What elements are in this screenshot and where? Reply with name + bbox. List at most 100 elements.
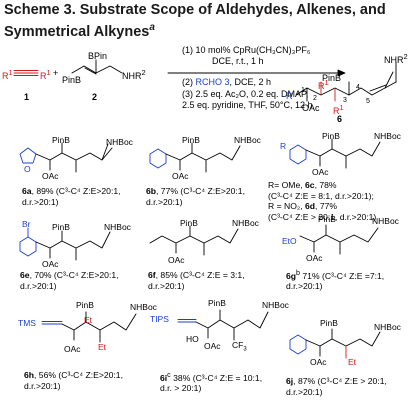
nhboc-6b: NHBoc bbox=[234, 135, 261, 145]
caption-footnote: b bbox=[296, 269, 301, 277]
phenyl-ring-6b bbox=[149, 148, 167, 169]
oac-6b: OAc bbox=[172, 171, 189, 181]
caption-6i: 6ic 38% (C³-C⁴ Z:E = 10:1, d.r. > 20:1) bbox=[160, 370, 262, 394]
compound-id: 6i bbox=[160, 372, 168, 383]
product-pinb-label: PinB bbox=[322, 73, 342, 83]
caption-text-2: d.r.>20:1) bbox=[286, 386, 323, 397]
pinb-6b: PinB bbox=[182, 135, 200, 145]
ester-chain-6g bbox=[299, 227, 379, 243]
compound-2-number: 2 bbox=[92, 92, 98, 102]
compound-id: 6f bbox=[148, 270, 156, 280]
caption-text-2: d.r. > 20:1) bbox=[160, 383, 202, 394]
caption-text: , 56% (C³-C⁴ Z:E>20:1, bbox=[34, 370, 123, 380]
product-r1-top: R1 bbox=[318, 78, 329, 91]
locant-3: 3 bbox=[343, 97, 347, 104]
nhboc-6g: NHBoc bbox=[372, 216, 399, 226]
product-6-skeleton bbox=[295, 71, 394, 96]
nhboc-6h: NHBoc bbox=[130, 302, 157, 312]
br-6e: Br bbox=[22, 219, 31, 229]
et-bottom-6h: Et bbox=[98, 342, 107, 352]
compound-id: 6c bbox=[305, 180, 315, 190]
caption-text-2: d.r.>20:1) bbox=[146, 196, 183, 207]
condition-step-3: (3) 2.5 eq. Ac₂O, 0.2 eq. DMAP, bbox=[182, 89, 309, 99]
caption-text-2: (C³-C⁴ Z:E = 8:1, d.r.>20:1); bbox=[268, 190, 374, 201]
locant-1: 1 bbox=[301, 87, 305, 94]
pinb-6f: PinB bbox=[180, 218, 198, 228]
caption-text: , 85% (C³-C⁴ Z:E = 3:1, bbox=[155, 270, 245, 280]
tms-6h: TMS bbox=[18, 318, 36, 328]
nhboc-6i: NHBoc bbox=[262, 300, 289, 310]
condition-step-1-b: DCE, r.t., 1 h bbox=[212, 56, 264, 66]
condition-step-1: (1) 10 mol% CpRu(CH₃CN)₃PF₆ bbox=[182, 45, 311, 55]
oac-6c: OAc bbox=[312, 167, 329, 177]
locant-2: 2 bbox=[313, 95, 317, 102]
caption-6b: 6b, 77% (C³-C⁴ Z:E>20:1, d.r.>20:1) bbox=[146, 186, 245, 207]
compound-id: 6a bbox=[22, 186, 32, 196]
compound-id: 6e bbox=[20, 270, 30, 280]
reagent-bpin-label: BPin bbox=[88, 51, 108, 61]
compound-id: 6g bbox=[286, 270, 297, 281]
pinb-6c: PinB bbox=[322, 131, 340, 141]
title-footnote-marker: a bbox=[149, 22, 155, 33]
nhboc-6f: NHBoc bbox=[232, 218, 259, 228]
caption-text-2: d.r.>20:1) bbox=[286, 281, 323, 292]
alkyne-r1-left: R1 bbox=[2, 68, 13, 81]
oac-6i: OAc bbox=[204, 341, 221, 351]
phenyl-ring-6j bbox=[289, 334, 307, 355]
locant-5: 5 bbox=[366, 98, 370, 105]
caption-text: , 70% (C³-C⁴ Z:E>20:1, bbox=[29, 270, 119, 280]
caption-text-2: d.r.>20:1) bbox=[20, 280, 57, 291]
caption-6h: 6h, 56% (C³-C⁴ Z:E>20:1, d.r.>20:1) bbox=[24, 370, 123, 391]
condition-step-2: (2) RCHO 3, DCE, 2 h bbox=[182, 77, 272, 87]
furan-ring-6a bbox=[19, 147, 37, 164]
compound-id: 6b bbox=[146, 186, 157, 196]
pinb-6g: PinB bbox=[318, 214, 336, 224]
nhboc-6a: NHBoc bbox=[106, 137, 133, 147]
oac-6j: OAc bbox=[310, 357, 327, 367]
oac-6a: OAc bbox=[42, 171, 59, 181]
nhboc-6j: NHBoc bbox=[374, 322, 401, 332]
caption-6f: 6f, 85% (C³-C⁴ Z:E = 3:1, d.r.>20:1) bbox=[148, 270, 245, 291]
caption-text-2: d.r.>20:1) bbox=[24, 380, 61, 391]
caption-6e: 6e, 70% (C³-C⁴ Z:E>20:1, d.r.>20:1) bbox=[20, 270, 119, 291]
oac-6f: OAc bbox=[168, 255, 185, 265]
caption-6g: 6gb 71% (C³-C⁴ Z:E =7:1, d.r.>20:1) bbox=[286, 268, 384, 292]
caption-text: , 77% (C³-C⁴ Z:E>20:1, bbox=[156, 186, 245, 196]
alkyne-r1-right: R1 bbox=[40, 68, 51, 81]
caption-6c-6d: R= OMe, 6c, 78% (C³-C⁴ Z:E = 8:1, d.r.>2… bbox=[268, 180, 376, 222]
reagent-2-skeleton bbox=[71, 65, 123, 74]
caption-text-4: (C³-C⁴ Z:E > 20:1, d.r.>20:1) bbox=[268, 211, 377, 222]
caption-text: , 89% (C³-C⁴ Z:E>20:1, bbox=[31, 186, 121, 196]
bromoaryl-ring-6e bbox=[19, 236, 37, 257]
oac-6h: OAc bbox=[64, 344, 81, 354]
alkyl-chain-6f bbox=[149, 228, 239, 244]
eto-6g: EtO bbox=[282, 236, 297, 246]
tips-6i: TIPS bbox=[150, 314, 169, 324]
caption-pre: R= OMe, bbox=[268, 180, 306, 190]
product-6-number: 6 bbox=[337, 114, 343, 124]
pinb-6a: PinB bbox=[52, 135, 70, 145]
nhboc-6e: NHBoc bbox=[104, 222, 131, 232]
pinb-6h: PinB bbox=[76, 300, 94, 310]
compound-id: 6h bbox=[24, 370, 35, 380]
locant-4: 4 bbox=[356, 84, 360, 91]
title-line-2: Symmetrical Alkynes bbox=[4, 23, 150, 40]
caption-pre-3: R = NO₂, bbox=[268, 201, 306, 211]
pinb-6j: PinB bbox=[320, 318, 338, 328]
condition-step-3-b: 2.5 eq. pyridine, THF, 50°C, 12 h bbox=[182, 100, 313, 110]
furan-o-6a: O bbox=[24, 164, 31, 174]
title-line-1: Scheme 3. Substrate Scope of Aldehydes, … bbox=[4, 2, 386, 18]
product-r1-bottom: R1 bbox=[333, 103, 344, 116]
compound-id-2: 6d bbox=[305, 201, 316, 211]
caption-text: 38% (C³-C⁴ Z:E = 10:1, bbox=[170, 372, 263, 383]
compound-1-number: 1 bbox=[24, 92, 30, 102]
caption-text-3: , 77% bbox=[315, 201, 338, 211]
pinb-6i: PinB bbox=[208, 298, 226, 308]
r-group-6c: R bbox=[280, 141, 287, 151]
nhboc-6c: NHBoc bbox=[374, 131, 401, 141]
plus-sign: + bbox=[53, 68, 59, 78]
caption-text: , 87% (C³-C⁴ Z:E > 20:1, bbox=[293, 376, 387, 386]
reagent-pinb-label: PinB bbox=[62, 75, 82, 85]
ho-6i: HO bbox=[186, 334, 199, 344]
